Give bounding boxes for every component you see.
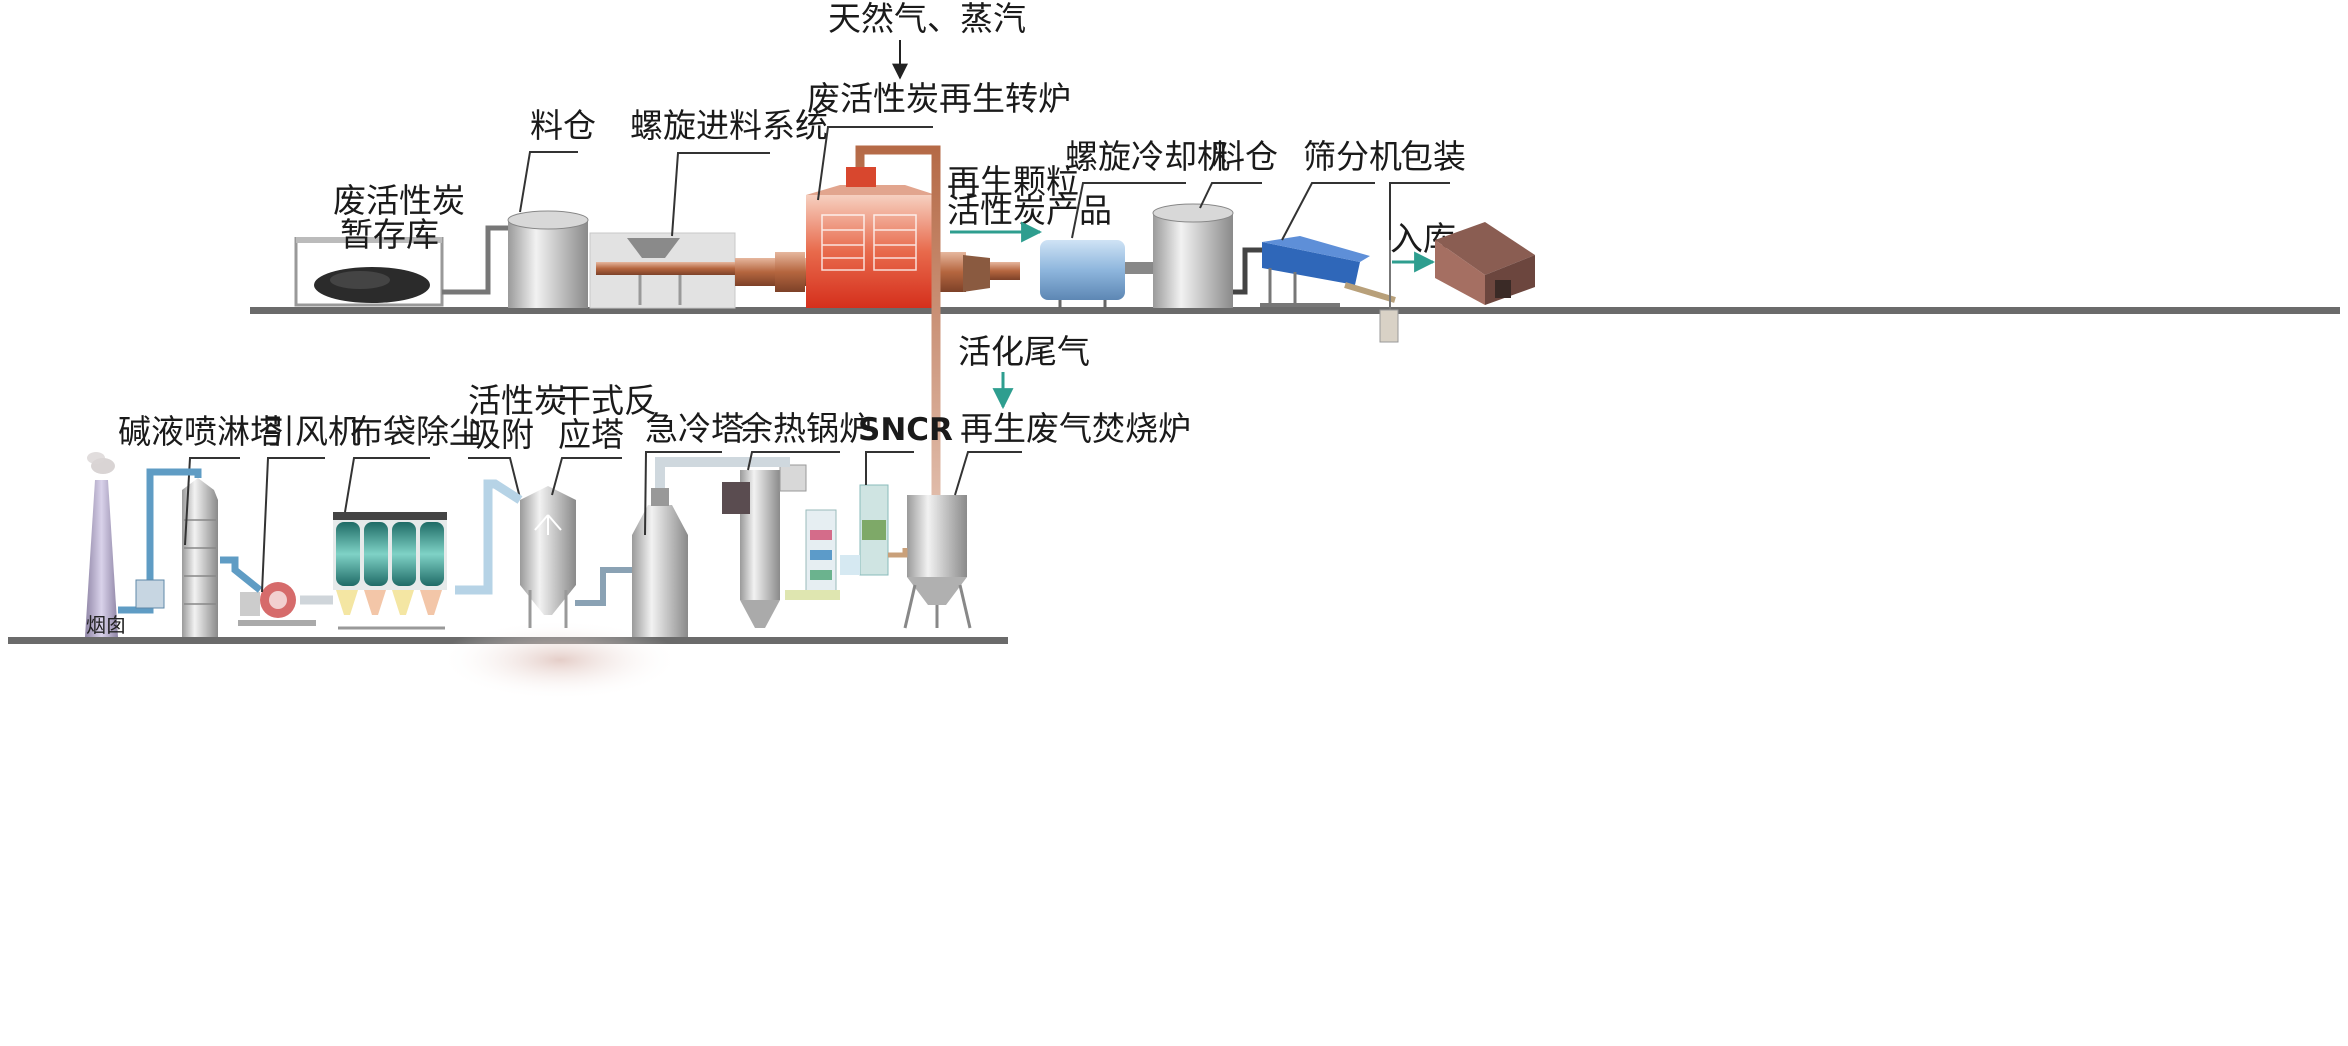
leader-kiln: [817, 126, 933, 201]
label-carbon-adsorb-1: 活性炭: [468, 381, 567, 420]
label-temp-storage-1: 废活性炭: [333, 181, 465, 220]
label-spiral-cooler: 螺旋冷却机: [1065, 137, 1230, 176]
scrubber-heat-exchanger: [135, 579, 165, 609]
pipe-scrubber-to-chimney: [118, 468, 202, 614]
label-spiral-feed: 螺旋进料系统: [630, 106, 828, 145]
leader-boiler: [747, 451, 840, 471]
leader-spiral-feed: [671, 152, 770, 237]
label-waste-heat-boiler: 余热锅炉: [740, 409, 872, 448]
leader-screener: [1281, 182, 1375, 241]
warehouse-building: [1435, 222, 1535, 305]
packing-bag: [1379, 240, 1399, 343]
label-silo-1: 料仓: [530, 106, 596, 145]
leader-silo-1: [519, 151, 578, 213]
pipe-reactor-to-bag: [455, 479, 523, 595]
label-dry-reactor-1: 干式反: [558, 381, 657, 420]
label-activation-gas: 活化尾气: [958, 332, 1090, 371]
silo-1: [507, 210, 589, 308]
chimney: [85, 452, 118, 637]
alkali-scrubber: [182, 478, 218, 637]
label-packing: 包装: [1400, 137, 1466, 176]
label-temp-storage-2: 暂存库: [340, 215, 439, 254]
label-induced-fan: 引风机: [262, 412, 361, 451]
induced-draft-fan: [238, 582, 316, 626]
leader-quench: [644, 451, 722, 536]
label-bag-filter: 布袋除尘: [350, 412, 482, 451]
label-quench-tower: 急冷塔: [645, 409, 744, 448]
label-product-2: 活性炭产品: [947, 191, 1112, 230]
waste-heat-boiler: [722, 464, 840, 628]
label-incinerator: 再生废气焚烧炉: [960, 409, 1191, 448]
label-dry-reactor-2: 应塔: [558, 415, 624, 454]
leader-bag-filter: [344, 457, 430, 513]
leader-carbon-adsorb: [468, 457, 521, 499]
silo-2: [1152, 203, 1234, 308]
temp-storage-bin: [294, 237, 444, 307]
label-rotary-kiln: 废活性炭再生转炉: [807, 79, 1071, 118]
label-screener: 筛分机: [1303, 137, 1402, 176]
quench-tower: [632, 488, 688, 637]
leader-scrubber: [184, 457, 240, 546]
pipe-kiln-exhaust: [855, 145, 941, 495]
label-silo-2: 料仓: [1212, 137, 1278, 176]
spiral-cooler: [1040, 240, 1153, 308]
label-product-1: 再生颗粒: [947, 162, 1079, 201]
leader-silo-2: [1199, 182, 1262, 209]
label-alkali-scrubber: 碱液喷淋塔: [118, 412, 283, 451]
leader-incinerator: [954, 451, 1022, 496]
leader-cooler: [1071, 182, 1186, 239]
leader-sncr: [865, 451, 914, 485]
leader-fan: [261, 457, 325, 593]
spiral-feed-system: [589, 232, 746, 309]
pipe-storage-to-silo: [442, 225, 508, 295]
label-chimney: 烟囱: [86, 613, 126, 637]
label-sncr: SNCR: [858, 412, 953, 448]
pipe-fan-to-scrubber: [220, 556, 263, 593]
leader-packing: [1389, 182, 1450, 240]
upper-floor-line: [250, 307, 2340, 314]
label-carbon-adsorb-2: 吸附: [468, 415, 534, 454]
incinerator: [903, 495, 972, 629]
pipe-silo-to-screener: [1233, 247, 1262, 295]
rotary-kiln: [735, 167, 1020, 308]
floor-shadow: [440, 620, 680, 700]
leader-dry-reactor: [551, 457, 622, 496]
bag-filter: [333, 512, 447, 630]
pipe-reactor-to-quench: [575, 567, 632, 606]
sncr-unit: [840, 484, 908, 576]
pipe-quench-to-boiler: [655, 457, 790, 490]
dry-reactor-tower: [520, 486, 576, 628]
label-gas-steam: 天然气、蒸汽: [828, 0, 1026, 38]
screener-machine: [1260, 236, 1396, 307]
